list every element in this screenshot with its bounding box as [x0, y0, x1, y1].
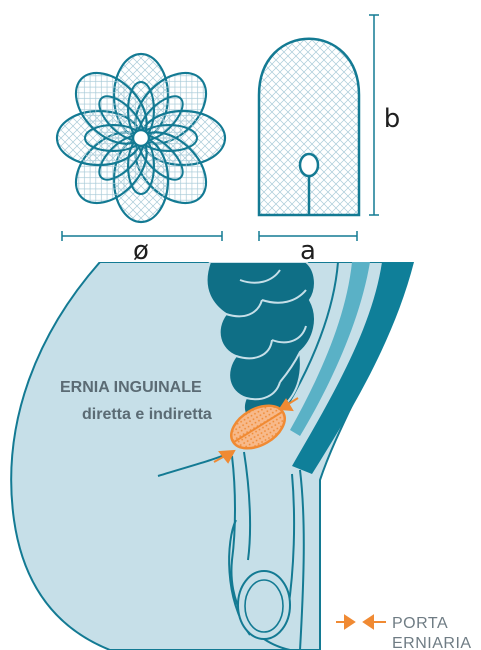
width-label: a	[300, 236, 316, 266]
legend-line-2: ERNIARIA	[392, 635, 472, 650]
hernia-subtitle: diretta e indiretta	[82, 406, 212, 423]
anatomy-illustration	[11, 262, 414, 650]
flower-mesh-shape	[57, 54, 225, 222]
rectangular-mesh-shape	[259, 39, 359, 215]
hernia-title: ERNIA INGUINALE	[60, 379, 202, 396]
diameter-label: ø	[133, 236, 149, 266]
legend-line-1: PORTA	[392, 615, 448, 632]
height-label: b	[384, 104, 401, 134]
height-dimension	[369, 15, 379, 215]
legend-arrow-icon	[336, 616, 386, 628]
